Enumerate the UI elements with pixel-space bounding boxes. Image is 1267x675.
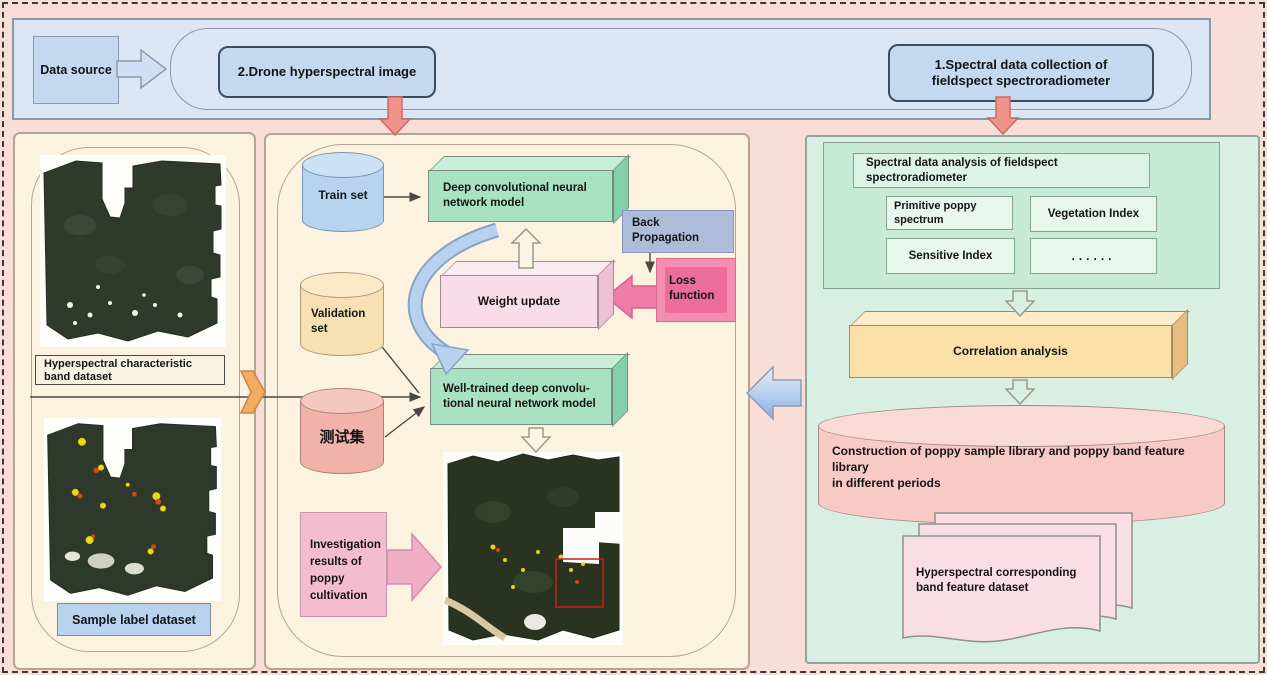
caption1-line2: band dataset: [44, 371, 112, 383]
dcnn-line1: Deep convolutional neural: [443, 182, 587, 194]
weight-update-box: Weight update: [440, 259, 616, 330]
library-cylinder: Construction of poppy sample library and…: [818, 405, 1225, 525]
drone-image-label: 2.Drone hyperspectral image: [237, 64, 417, 79]
correlation-box: Correlation analysis: [849, 309, 1190, 380]
correlation-label: Correlation analysis: [953, 344, 1068, 358]
caption1-line1: Hyperspectral characteristic: [44, 358, 192, 370]
test-to-model-arrow: [384, 406, 426, 438]
data-source-label: Data source: [40, 63, 112, 77]
train-set-cylinder: Train set: [302, 152, 384, 232]
test-set-label: 测试集: [319, 429, 365, 446]
dcnn-line2: network model: [443, 197, 525, 209]
validation-set-label: Validation set: [311, 308, 366, 335]
spectral-collection-node: 1.Spectral data collection of fieldspect…: [888, 44, 1154, 102]
loss-line2: function: [669, 290, 715, 302]
train-set-label: Train set: [318, 188, 368, 202]
documents-label: Hyperspectral corresponding band feature…: [916, 567, 1077, 594]
hyperspectral-band-image: [40, 155, 226, 347]
investigation-arrow-icon: [386, 532, 442, 602]
spectral-line2: fieldspect spectroradiometer: [931, 73, 1111, 88]
weight-update-label: Weight update: [477, 294, 561, 308]
library-label: Construction of poppy sample library and…: [832, 444, 1185, 490]
caption2-text: Sample label dataset: [72, 612, 196, 627]
data-source-node: Data source: [33, 36, 119, 104]
caption-characteristic-dataset: Hyperspectral characteristic band datase…: [35, 355, 225, 385]
documents-stack: [902, 512, 1133, 643]
back-propagation-box: Back Propagation: [622, 210, 734, 253]
backprop-line2: Propagation: [632, 232, 700, 244]
sensitive-index-box: Sensitive Index: [886, 238, 1015, 274]
investigation-box: Investigation results of poppy cultivati…: [300, 512, 387, 617]
dcnn-model-box: Deep convolutional neural network model: [428, 154, 631, 224]
validation-set-cylinder: Validation set: [300, 272, 384, 356]
loss-to-weight-arrow-icon: [604, 274, 659, 320]
drone-image-node: 2.Drone hyperspectral image: [218, 46, 436, 98]
primitive-spectrum-box: Primitive poppy spectrum: [886, 196, 1013, 230]
backprop-line1: Back: [632, 217, 660, 229]
loss-function-box: Loss function: [656, 258, 736, 322]
loss-line1: Loss: [669, 275, 696, 287]
result-highlight-rect: [555, 558, 604, 608]
sample-label-image: [43, 418, 222, 601]
investigation-result-image: [443, 452, 623, 645]
analysis-header: Spectral data analysis of fieldspect spe…: [853, 153, 1150, 188]
spectral-line1: 1.Spectral data collection of: [934, 57, 1108, 72]
ellipsis-box: ......: [1030, 238, 1157, 274]
test-set-cylinder: 测试集: [300, 388, 384, 474]
caption-sample-dataset: Sample label dataset: [57, 603, 211, 636]
vegetation-index-box: Vegetation Index: [1030, 196, 1157, 232]
well-trained-line1: Well-trained deep convolu-: [443, 382, 590, 395]
well-trained-model-box: Well-trained deep convolu- tional neural…: [430, 352, 630, 427]
well-trained-line2: tional neural network model: [443, 397, 596, 410]
